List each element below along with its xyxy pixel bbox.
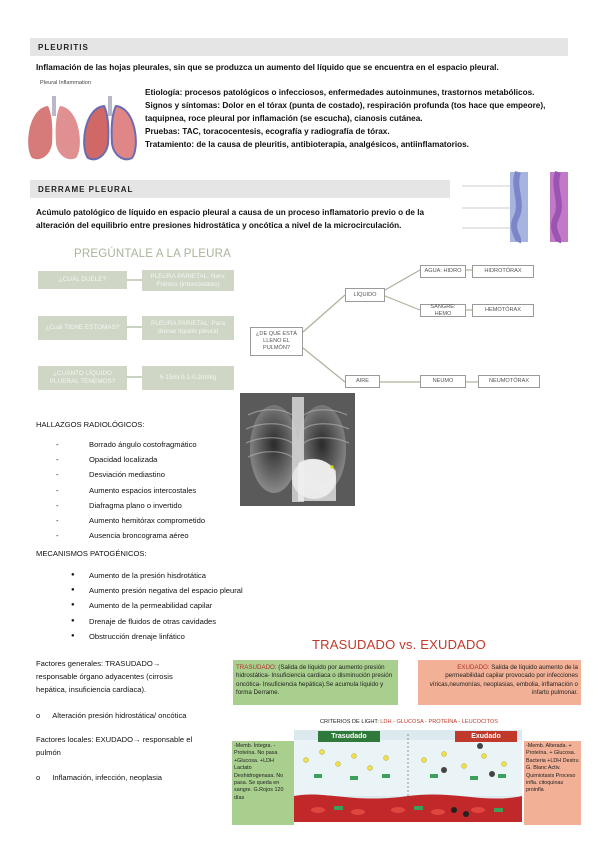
answer-cual-duele: PLEURA PARIETAL: Nerv. Frénico (intercos…: [142, 270, 234, 291]
exudado-badge: Exudado: [455, 731, 517, 742]
factores-generales-item-text: Alteración presión hidrostática/ oncótic…: [52, 711, 187, 720]
node-aire: AIRE: [345, 375, 380, 388]
bullet-circle: o: [36, 773, 41, 782]
trasudado-box: TRASUDADO: (Salida de líquido por aument…: [233, 660, 398, 705]
etiologia-line: Etiología: procesos patológicos o infecc…: [145, 88, 535, 97]
image-caption: Pleural Inflammation: [40, 80, 91, 86]
capillary-pleura-diagram: [462, 168, 578, 250]
list-item: Aumento espacios intercostales: [56, 483, 205, 498]
criterios-label: CRITERIOS DE LIGHT:: [320, 719, 381, 725]
factores-locales-line-2: pulmón: [36, 748, 61, 757]
diagram-connectors: [127, 269, 478, 383]
list-item: Aumento hemitórax comprometido: [56, 513, 205, 528]
list-item: Opacidad localizada: [56, 452, 205, 467]
trasudado-text: (Salida de líquido por aumento presión h…: [236, 664, 393, 696]
derrame-heading: DERRAME PLEURAL: [30, 180, 450, 198]
question-cuanto-liquido: ¿CUÁNTO LÍQUIDO PLUERAL TENEMOS?: [38, 366, 127, 390]
factores-generales-line-2: responsable órgano adyacentes (cirrosis: [36, 672, 173, 681]
derrame-line-1: Acúmulo patológico de líquido en espacio…: [36, 208, 425, 217]
list-item: Aumento presión negativa del espacio ple…: [71, 583, 243, 598]
tvse-title: TRASUDADO vs. EXUDADO: [312, 637, 486, 652]
exudado-box: EXUDADO: Salida de líquido aumento de la…: [418, 660, 581, 705]
node-hemotorax: HEMOTÓRAX: [472, 304, 534, 317]
pleuritis-details: Etiología: procesos patológicos o infecc…: [145, 86, 585, 151]
diagram-title: PREGÚNTALE A LA PLEURA: [74, 248, 231, 260]
factores-generales-item: o Alteración presión hidrostática/ oncóti…: [36, 711, 186, 720]
exudado-label: EXUDADO:: [457, 664, 490, 671]
mecanismos-heading: MECANISMOS PATOGÉNICOS:: [36, 549, 147, 558]
criterios-values: LDH - GLUCOSA - PROTEÍNA - LEUCOCITOS: [380, 719, 498, 725]
list-item: Desviación mediastino: [56, 467, 205, 482]
node-sangre: SANGRE: HEMO: [420, 304, 466, 317]
factores-locales-line-1: Factores locales: EXUDADO→ responsable e…: [36, 735, 193, 744]
node-neumo: NEUMO: [420, 375, 466, 388]
lungs-image: Pleural Inflammation: [18, 80, 142, 168]
criterios-light: CRITERIOS DE LIGHT: LDH - GLUCOSA - PROT…: [320, 719, 498, 725]
list-item: Borrado ángulo costofragmático: [56, 437, 205, 452]
hallazgos-heading: HALLAZGOS RADIOLÓGICOS:: [36, 420, 145, 429]
tvse-illustration: [294, 730, 522, 822]
signos-line: Signos y síntomas: Dolor en el tórax (pu…: [145, 101, 546, 110]
derrame-definition: Acúmulo patológico de líquido en espacio…: [36, 206, 466, 232]
node-neumotorax: NEUMOTÓRAX: [478, 375, 540, 388]
list-item: Aumento de la permeabilidad capilar: [71, 598, 243, 613]
tratamiento-line: Tratamiento: de la causa de pleuritis, a…: [145, 140, 469, 149]
pleuritis-intro: Inflamación de las hojas pleurales, sin …: [36, 63, 499, 72]
mecanismos-list: Aumento de la presión hisdrotática Aumen…: [71, 568, 243, 644]
factores-generales-line-1: Factores generales: TRASUDADO→: [36, 659, 161, 668]
question-cual-duele: ¿CUÁL DUELE?: [38, 271, 127, 289]
exudado-text: Salida de líquido aumento de la permeabi…: [429, 664, 578, 696]
answer-estomas: PLEURA PARIETAL: Para drenar líquido ple…: [142, 316, 234, 340]
center-question: ¿DE QUÉ ESTÁ LLENO EL PULMÓN?: [250, 327, 303, 356]
chest-xray-image: [240, 393, 355, 506]
derrame-line-2: alteración del equilibrio entre presione…: [36, 221, 402, 230]
node-hidrotorax: HIDROTÓRAX: [472, 265, 534, 278]
list-item: Ausencia broncograma aéreo: [56, 528, 205, 543]
lungs-illustration: [28, 96, 137, 161]
list-item: Obstrucción drenaje linfático: [71, 629, 243, 644]
question-estomas: ¿Cuál TIENE ESTOMAS?: [38, 316, 127, 340]
factores-locales-item-text: Inflamación, infección, neoplasia: [52, 773, 162, 782]
trasudado-label: TRASUDADO:: [236, 664, 277, 671]
node-liquido: LÍQUIDO: [345, 288, 385, 302]
list-item: Aumento de la presión hisdrotática: [71, 568, 243, 583]
factores-locales-item: o Inflamación, infección, neoplasia: [36, 773, 162, 782]
trasudado-note: -Memb. Íntegra. -Proteína. No pasa +Gluc…: [232, 741, 294, 825]
signos-line-cont: taquipnea, roce pleural por inflamación …: [145, 114, 423, 123]
bullet-circle: o: [36, 711, 41, 720]
pruebas-line: Pruebas: TAC, toracocentesis, ecografía …: [145, 127, 390, 136]
exudado-note: -Memb. Alterada. + Proteína. + Glucosa. …: [524, 741, 581, 825]
pleuritis-heading: PLEURITIS: [30, 38, 568, 56]
node-agua: AGUA: HIDRO: [420, 265, 466, 278]
factores-locales: Factores locales: EXUDADO→ responsable e…: [36, 733, 231, 759]
hallazgos-list: Borrado ángulo costofragmático Opacidad …: [56, 437, 205, 544]
answer-cuanto-liquido: 5-15ml 0.1-0.2ml/kg: [142, 366, 234, 390]
trasudado-badge: Trasudado: [318, 731, 380, 742]
list-item: Diafragma plano o invertido: [56, 498, 205, 513]
list-item: Drenaje de fluidos de otras cavidades: [71, 614, 243, 629]
factores-generales-line-3: hepática, insuficiencia cardíaca).: [36, 685, 147, 694]
factores-generales: Factores generales: TRASUDADO→ responsab…: [36, 657, 231, 696]
